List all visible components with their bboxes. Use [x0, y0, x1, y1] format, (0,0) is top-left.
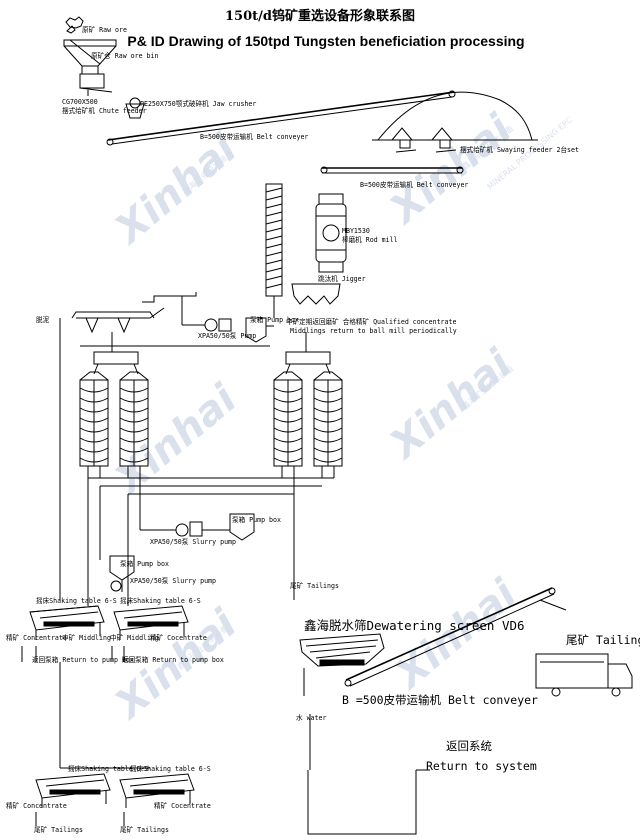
belt-conveyer-2-label: B=500皮带运输机 Belt conveyer: [360, 180, 468, 189]
pump-box-low-label: 泵箱 Pump box: [120, 559, 169, 568]
return-system-en-label: Return to system: [426, 759, 537, 773]
watermark-brand: Xinhai: [385, 570, 527, 699]
shaking-table-right-label: 摇床Shaking table 6-S: [120, 596, 201, 605]
tailings-truck-label: 尾矿 Tailings: [566, 633, 640, 647]
watermark-brand: Xinhai: [105, 125, 247, 254]
distribution-box-right: [285, 351, 331, 375]
water-line: [303, 668, 311, 770]
return-system-tank: [307, 769, 430, 835]
raw-ore-bin: [63, 16, 117, 74]
concentrate-1-label: 精矿 Concentrate: [6, 633, 67, 642]
concentrate-br-label: 精矿 Cocentrate: [154, 801, 211, 810]
spiral-chute-group-left: [79, 371, 149, 478]
distribution-box-left: [93, 351, 139, 375]
watermark-brand: Xinhai: [105, 375, 247, 504]
slurry-pump-mid-label: XPA50/50泵 Slurry pump: [150, 538, 236, 546]
shaking-table-bottom-right: [119, 773, 195, 808]
pump-box-mid-label: 泵箱 Pump box: [232, 515, 281, 524]
rod-mill: [315, 193, 347, 273]
spiral-chute: [273, 371, 303, 478]
spiral-chute: [313, 371, 343, 478]
desliming-unit: [71, 292, 197, 334]
tailings-bl-label: 尾矿 Tailings: [34, 825, 83, 834]
top-piping: [59, 296, 307, 560]
chute-feeder-model-label: CG700X500: [62, 98, 98, 106]
swaying-feeder-label: 摆式给矿机 Swaying feeder 2台set: [460, 145, 579, 154]
jigger-label: 跳汰机 Jigger: [318, 274, 366, 283]
concentrate-2-label: 精矿 Cocentrate: [150, 633, 207, 642]
dewatering-screen: [299, 633, 385, 667]
shaking-table-left: [29, 605, 105, 640]
shaking-table-outlets: [21, 560, 129, 662]
tailings-truck: [535, 653, 633, 697]
watermark-brand: Xinhai: [380, 105, 522, 234]
title-chinese: 150t/d钨矿重选设备形象联系图: [225, 8, 415, 24]
spiral-chute-group-right: [273, 371, 343, 478]
shaking-table-right: [113, 605, 189, 640]
belt-conveyer-1-label: B=500皮带运输机 Belt conveyer: [200, 132, 308, 141]
lower-table-outlets: [35, 812, 125, 826]
swaying-feeder: [395, 139, 457, 153]
tailings-br-label: 尾矿 Tailings: [120, 825, 169, 834]
qualified-concentrate-label: 中矿定期返回磨矿 合格精矿 Qualified concentrate: [286, 317, 456, 326]
return-pump-box-1-label: 返回泵箱 Return to pump box: [32, 655, 134, 664]
shaking-table-bl-label: 摇床Shaking table 6-S: [68, 764, 149, 773]
chute-feeder-label: 摆式给矿机 Chute feeder: [62, 106, 147, 115]
pump-box-mid: [175, 513, 255, 541]
jaw-crusher: [125, 97, 145, 119]
middling-1-label: 中矿 Middling: [62, 633, 111, 642]
jigger: [291, 283, 341, 305]
return-pump-box-2-label: 返回泵箱 Return to pump box: [122, 655, 224, 664]
rod-mill-model-label: MBY1530: [342, 227, 370, 235]
pump-box-top-label: 泵箱 Pump box: [250, 315, 299, 324]
chute-feeder: [79, 73, 113, 96]
rod-mill-label: 棒磨机 Rod mill: [342, 235, 398, 244]
dewatering-screen-label: 鑫海脱水筛Dewatering screen VD6: [304, 618, 525, 633]
desliming-label: 脱泥: [36, 315, 50, 324]
belt-conveyer-2: [320, 166, 464, 174]
belt-conveyer-3-label: B =500皮带运输机 Belt conveyer: [342, 693, 538, 707]
return-system-cn-label: 返回系统: [446, 739, 492, 753]
belt-conveyer-1: [106, 90, 456, 146]
concentrate-bl-label: 精矿 Concentrate: [6, 801, 67, 810]
watermark-brand: Xinhai: [380, 340, 522, 469]
shaking-table-bottom-left: [35, 773, 111, 808]
slurry-pump-low-label: XPA50/50泵 Slurry pump: [130, 577, 216, 585]
spiral-classifier: [265, 183, 283, 297]
spiral-chute: [119, 371, 149, 478]
raw-ore-bin-label: 原矿仓 Raw ore bin: [91, 51, 158, 60]
raw-ore-label: 原矿 Raw ore: [82, 25, 127, 34]
shaking-table-br-label: 摇床Shaking table 6-S: [130, 764, 211, 773]
jaw-crusher-label: PE250X750颚式破碎机 Jaw crusher: [140, 99, 256, 108]
title-english: P& ID Drawing of 150tpd Tungsten benefic…: [127, 33, 524, 49]
water-label: 水 water: [296, 713, 326, 722]
shaking-table-left-label: 摇床Shaking table 6-S: [36, 596, 117, 605]
spiral-chute: [79, 371, 109, 478]
collector-piping: [87, 477, 334, 600]
belt-conveyer-3: [344, 587, 567, 687]
xpa-pump-top-label: XPA50/50泵 Pump: [198, 332, 256, 340]
middlings-return-label: Middlings return to ball mill periodical…: [290, 327, 457, 335]
tailings-mid-label: 尾矿 Tailings: [290, 581, 339, 590]
middling-2-label: 中矿 Middling: [110, 633, 159, 642]
